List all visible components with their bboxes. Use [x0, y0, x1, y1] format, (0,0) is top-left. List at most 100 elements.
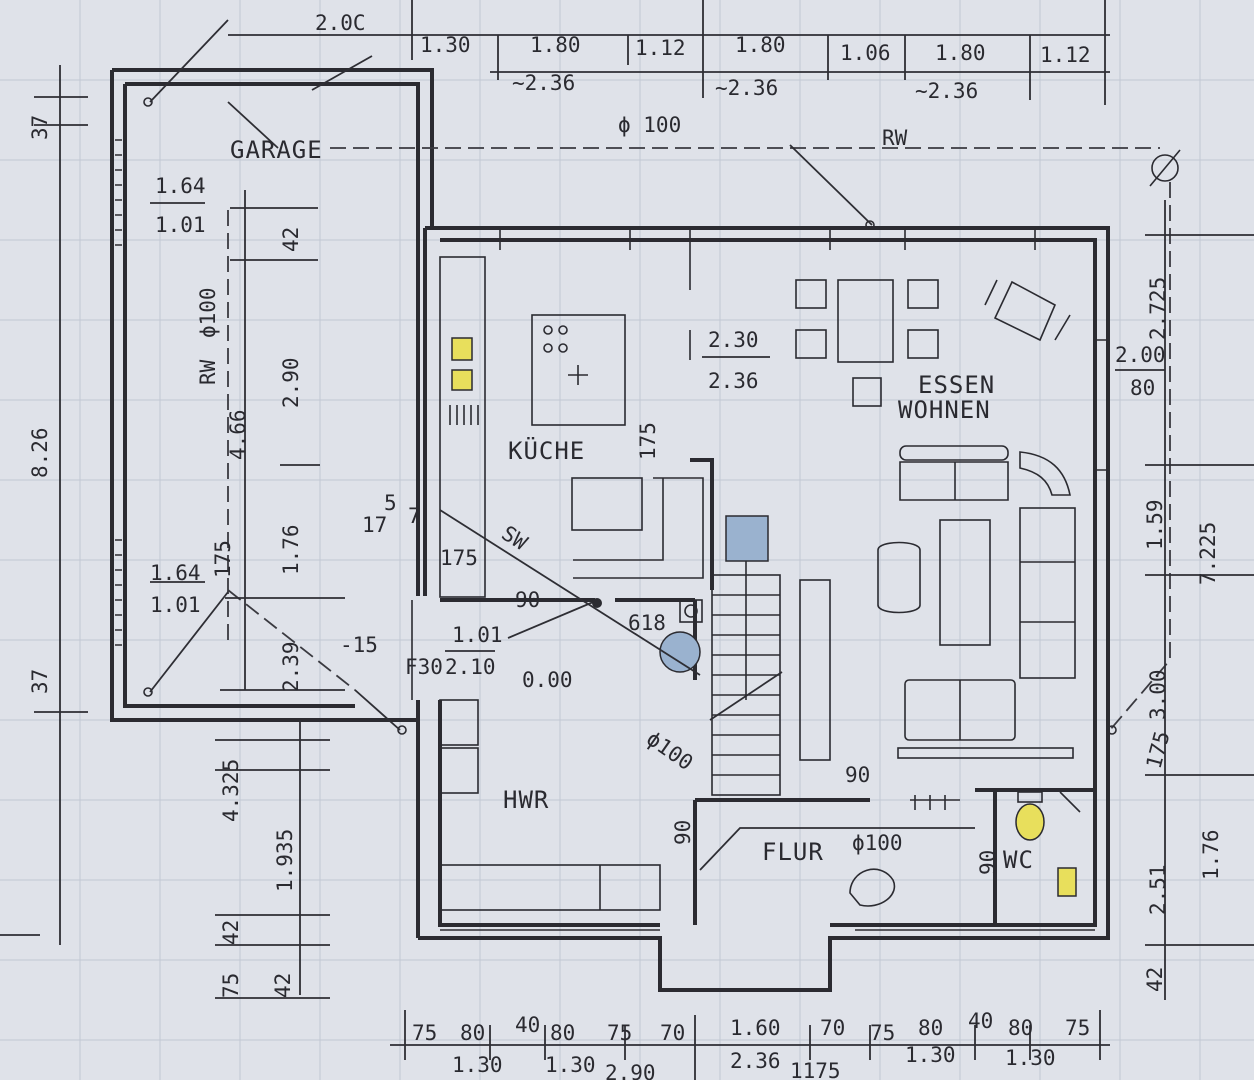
dim-top-3: 1.80 — [530, 33, 581, 57]
room-label-wc: WC — [1003, 846, 1034, 874]
dim-garage-176: 1.76 — [279, 524, 303, 575]
dim-bot-40b: 40 — [968, 1009, 993, 1033]
note-shaft: 618 — [628, 611, 666, 635]
dim-wall-75: 75 — [219, 973, 243, 998]
dim-bot-70b: 70 — [820, 1016, 845, 1040]
dim-bot-130d: 1.30 — [1005, 1046, 1056, 1070]
note-fire-door: F30 — [405, 655, 443, 679]
dim-right-7225: 7.225 — [1196, 522, 1220, 585]
room-label-flur: FLUR — [762, 838, 824, 866]
dim-top-5b: ~2.36 — [715, 76, 778, 100]
dim-garage-42: 42 — [279, 227, 303, 252]
dim-ewin-b: 80 — [1130, 376, 1155, 400]
dim-garage-466: 4.66 — [226, 409, 250, 460]
dim-garage-290: 2.90 — [279, 357, 303, 408]
note-pipe-top: ϕ 100 — [618, 113, 681, 137]
dim-top-4: 1.12 — [635, 36, 686, 60]
dim-gwin1-a: 1.64 — [155, 174, 206, 198]
dim-right-159: 1.59 — [1143, 499, 1167, 550]
dim-right-251: 2.51 — [1146, 864, 1170, 915]
dim-wall-4325: 4.325 — [219, 759, 243, 822]
note-level: 0.00 — [522, 668, 573, 692]
dim-gwin2-b: 1.01 — [150, 593, 201, 617]
kitchen-furniture — [439, 256, 704, 598]
dim-gwin1-b: 1.01 — [155, 213, 206, 237]
dim-kwin-a: 2.30 — [708, 328, 759, 352]
dim-kwin-b: 2.36 — [708, 369, 759, 393]
windows — [111, 135, 1108, 931]
leader-lines — [143, 19, 1117, 735]
wc-fixtures — [1015, 791, 1081, 897]
dim-bot-130b: 1.30 — [545, 1053, 596, 1077]
dim-wall-1935: 1.935 — [273, 829, 297, 892]
dim-top-1: 2.0C — [315, 11, 366, 35]
dim-bot-80d: 80 — [1008, 1016, 1033, 1040]
dim-door-b: 2.10 — [445, 655, 496, 679]
dim-right-176: 1.76 — [1199, 829, 1223, 880]
room-label-garage: GARAGE — [230, 136, 323, 164]
room-label-wohnen: WOHNEN — [898, 396, 991, 424]
interior-walls — [440, 250, 1095, 925]
note-pipe-flur: ϕ100 — [852, 831, 903, 855]
dim-int-s17: 17 — [362, 513, 387, 537]
dim-bot-80c: 80 — [918, 1016, 943, 1040]
room-label-hwr: HWR — [503, 786, 549, 814]
hallway-features — [699, 795, 975, 907]
utility-room-fixtures — [439, 599, 703, 911]
dim-right-300: 3.00 — [1146, 669, 1170, 720]
dim-left-37b: 37 — [28, 669, 52, 694]
dim-bot-80: 80 — [460, 1021, 485, 1045]
living-furniture — [799, 445, 1076, 761]
dim-bot-70: 70 — [660, 1021, 685, 1045]
dim-top-6: 1.06 — [840, 41, 891, 65]
staircase — [709, 515, 783, 796]
dim-wall-42b: 42 — [271, 973, 295, 998]
dim-left-37a: 37 — [28, 115, 52, 140]
dim-int-s7: 7 — [408, 504, 421, 528]
dim-top-8: 1.12 — [1040, 43, 1091, 67]
dim-right-2725: 2.725 — [1146, 277, 1170, 340]
room-label-kueche: KÜCHE — [508, 436, 585, 465]
dim-top-7b: ~2.36 — [915, 79, 978, 103]
dim-bot-75: 75 — [412, 1021, 437, 1045]
dim-bot-130c: 1.30 — [905, 1043, 956, 1067]
dim-bot-75c: 75 — [870, 1021, 895, 1045]
dim-bot-160: 1.60 — [730, 1016, 781, 1040]
dim-gwin2-a: 1.64 — [150, 561, 201, 585]
dim-bot-75d: 75 — [1065, 1016, 1090, 1040]
dim-int-s175: 175 — [440, 546, 478, 570]
dim-right-175: 175 — [1142, 728, 1175, 771]
dim-int-k175: 175 — [636, 422, 660, 460]
note-rw-garage: RW — [196, 359, 220, 385]
dim-int-g175: 175 — [211, 540, 235, 578]
dim-door-a: 1.01 — [452, 623, 503, 647]
dim-bot-40: 40 — [515, 1013, 540, 1037]
dim-top-7: 1.80 — [935, 41, 986, 65]
dim-garage-239: 2.39 — [279, 641, 303, 692]
dim-ewin-a: 2.00 — [1115, 343, 1166, 367]
dim-bot-1175: 1175 — [790, 1059, 841, 1080]
dim-top-5: 1.80 — [735, 33, 786, 57]
dim-bot-80b: 80 — [550, 1021, 575, 1045]
note-rw-garage-size: ϕ100 — [196, 287, 220, 338]
room-label-essen: ESSEN — [918, 371, 995, 399]
dim-wall-42: 42 — [219, 920, 243, 945]
dim-top-3b: ~2.36 — [512, 71, 575, 95]
dim-right-42: 42 — [1143, 967, 1167, 992]
dim-int-90d: 90 — [976, 850, 1000, 875]
dim-int-90b: 90 — [845, 763, 870, 787]
note-level-garage: -15 — [340, 633, 378, 657]
dim-left-total: 8.26 — [28, 427, 52, 478]
dim-bot-236: 2.36 — [730, 1049, 781, 1073]
dim-bot-290: 2.90 — [605, 1061, 656, 1080]
dim-int-90a: 90 — [515, 588, 540, 612]
rainwater-pipe — [227, 147, 1181, 731]
dim-bot-130: 1.30 — [452, 1053, 503, 1077]
exterior-walls — [110, 68, 1110, 992]
dining-set — [795, 279, 1071, 407]
dim-bot-75b: 75 — [607, 1021, 632, 1045]
dim-int-s5: 5 — [384, 491, 397, 515]
